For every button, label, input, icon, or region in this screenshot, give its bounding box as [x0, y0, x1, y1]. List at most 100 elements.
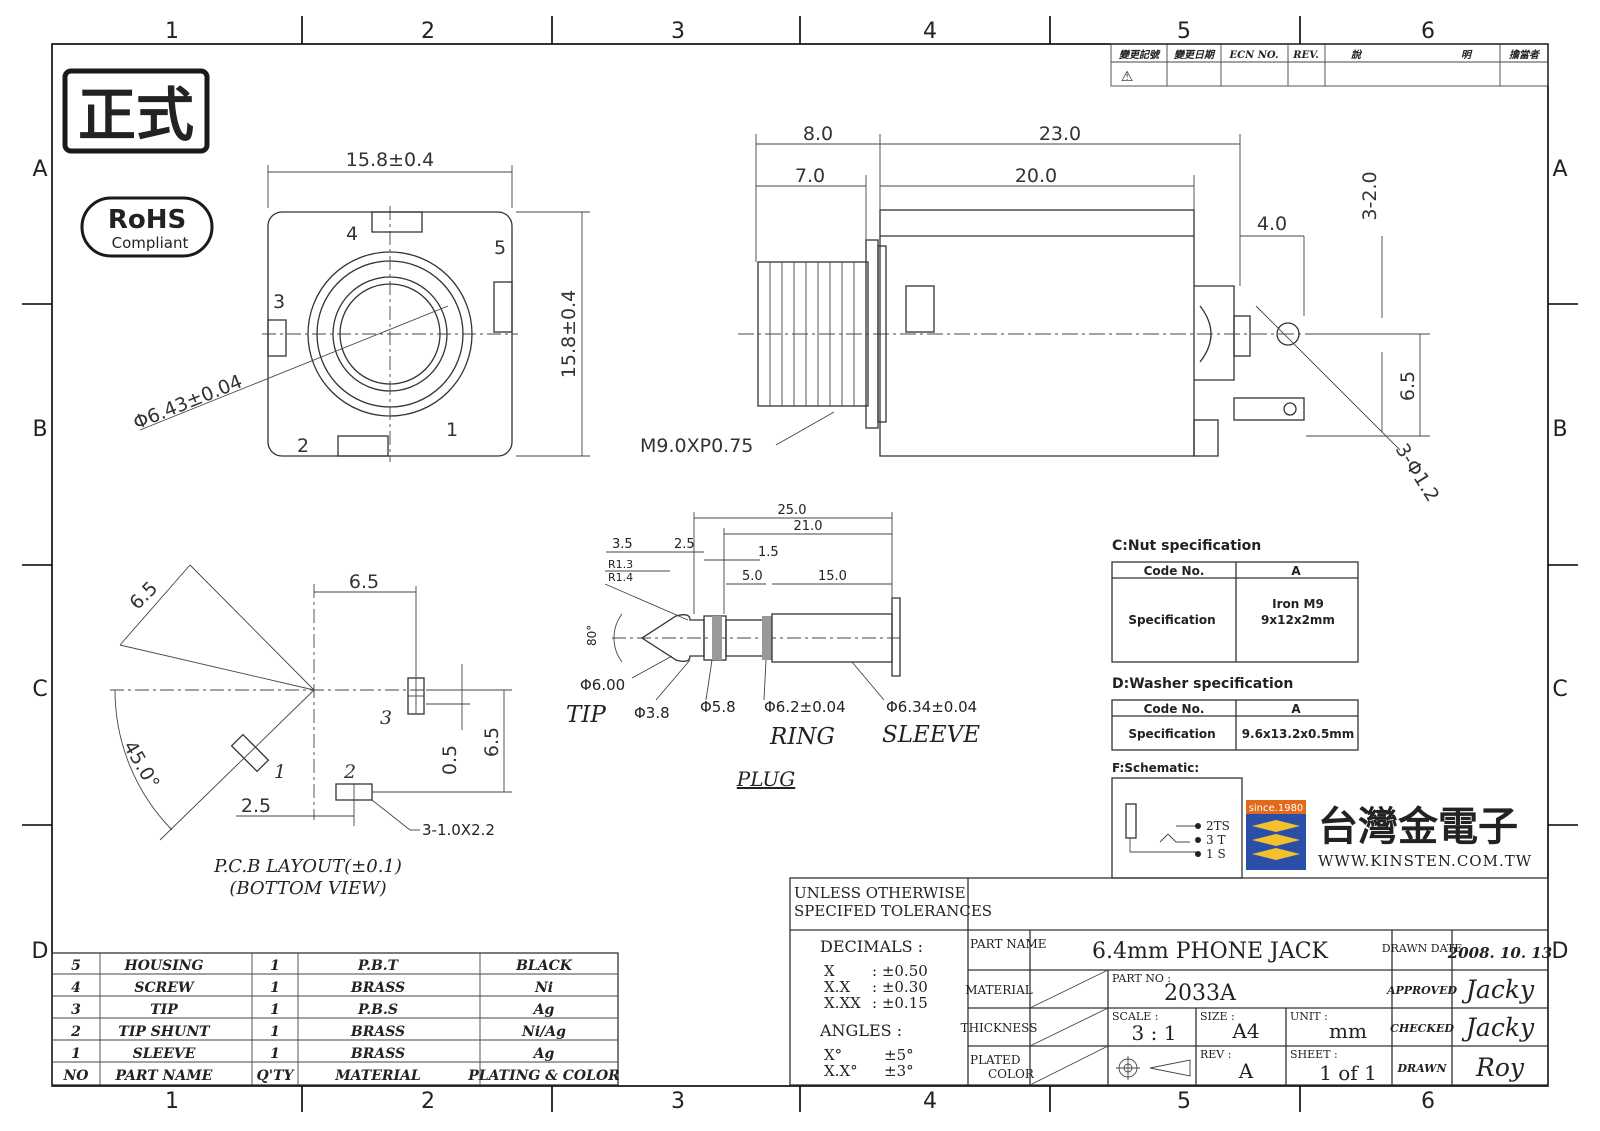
- zone-letter: A: [32, 157, 47, 182]
- zone-letter: C: [32, 677, 47, 702]
- zone-letter: A: [1552, 157, 1567, 182]
- plug-dimension: 1.5: [758, 545, 779, 560]
- zone-letter: B: [32, 417, 47, 442]
- zone-number: 2: [421, 19, 435, 44]
- plug-label-ring: RING: [769, 724, 835, 750]
- tolerance-key: X: [824, 962, 835, 980]
- pin-number: 3: [273, 291, 285, 313]
- rev-label: REV :: [1200, 1048, 1231, 1061]
- drawn-value: Roy: [1475, 1053, 1525, 1082]
- plug-diameter: Φ6.2±0.04: [764, 698, 846, 716]
- pin-number: 4: [346, 223, 358, 245]
- plug-diameter: Φ6.34±0.04: [886, 698, 977, 716]
- zone-numbers-bottom: 1 2 3 4 5 6: [165, 1089, 1435, 1114]
- revision-header: 變更記號: [1119, 49, 1161, 61]
- nut-spec-label: Specification: [1128, 613, 1215, 627]
- nut-spec-title: C:Nut specification: [1112, 538, 1261, 554]
- part-name-label: PART NAME: [970, 937, 1047, 951]
- side-dimension: 20.0: [1015, 165, 1057, 187]
- tolerance-key: X.X: [824, 978, 850, 996]
- company-logo: since.1980 台灣金電子 WWW.KINSTEN.COM.TW: [1246, 800, 1532, 870]
- official-stamp: 正式: [62, 68, 210, 154]
- zone-letter: D: [32, 939, 49, 964]
- pcb-caption: (BOTTOM VIEW): [229, 878, 386, 899]
- plug-dimension: 5.0: [742, 569, 763, 584]
- revision-header: 說: [1351, 49, 1363, 61]
- tolerances-block: UNLESS OTHERWISE SPECIFED TOLERANCES DEC…: [789, 877, 1549, 1086]
- washer-spec-table: D:Washer specification Code No. A Specif…: [1111, 676, 1359, 751]
- side-dimension: 4.0: [1257, 213, 1287, 235]
- company-url: WWW.KINSTEN.COM.TW: [1318, 852, 1532, 870]
- revision-header: ECN NO.: [1229, 50, 1279, 61]
- washer-spec-header: A: [1291, 702, 1301, 716]
- tolerance-key: X°: [824, 1046, 842, 1064]
- pcb-layout: 6.5 6.5 45.0° 2.5 0.5 6.5 3-1.0X2.2 1 2 …: [110, 564, 512, 899]
- pcb-dimension: 6.5: [481, 727, 503, 757]
- side-dimension: 23.0: [1039, 123, 1081, 145]
- side-dimension: 3-Φ1.2: [1391, 440, 1444, 506]
- plug-label-sleeve: SLEEVE: [882, 722, 980, 748]
- part-qty: 1: [270, 980, 280, 996]
- tolerance-key: X.XX: [824, 994, 861, 1012]
- plug-diameter: Φ5.8: [700, 698, 736, 716]
- side-dimension: 3-2.0: [1359, 171, 1381, 220]
- tolerance-key: X.X°: [824, 1062, 858, 1080]
- approved-value: Jacky: [1461, 975, 1535, 1004]
- part-plating: Ag: [532, 1002, 555, 1018]
- parts-list-rows: 5 HOUSING 1 P.B.T BLACK 4 SCREW 1 BRASS …: [63, 958, 620, 1084]
- pcb-dimension: 3-1.0X2.2: [422, 821, 495, 839]
- nut-spec-header: Code No.: [1144, 564, 1205, 578]
- approved-label: APPROVED: [1386, 984, 1458, 997]
- sheet-label: SHEET :: [1290, 1048, 1338, 1061]
- title-block: PART NAME 6.4mm PHONE JACK MATERIAL PART…: [961, 929, 1552, 1086]
- zone-number: 6: [1421, 1089, 1435, 1114]
- washer-spec-value: 9.6x13.2x0.5mm: [1242, 727, 1355, 741]
- plated-label: PLATED: [970, 1053, 1020, 1067]
- schematic: F:Schematic: 2TS 3 T 1 S: [1111, 761, 1243, 879]
- front-view: 1 2 3 4 5 15.8±0.4 15.8±0.4 Φ6.43±0.04: [130, 149, 590, 462]
- part-material: BRASS: [350, 1046, 405, 1062]
- scale-label: SCALE :: [1112, 1010, 1158, 1023]
- pcb-pin-number: 2: [343, 761, 356, 783]
- tolerance-title: SPECIFED TOLERANCES: [794, 902, 992, 920]
- pin-number: 5: [494, 237, 506, 259]
- column-header: MATERIAL: [334, 1068, 421, 1084]
- decimals-label: DECIMALS :: [820, 937, 923, 956]
- zone-number: 3: [671, 1089, 685, 1114]
- zone-number: 1: [165, 1089, 179, 1114]
- table-row: 3 TIP 1 P.B.S Ag: [71, 1002, 554, 1018]
- pcb-dimension: 0.5: [439, 745, 461, 775]
- drawn-date-value: 2008. 10. 13: [1447, 944, 1552, 962]
- part-no: 5: [71, 958, 81, 974]
- pcb-dimension: 6.5: [125, 577, 162, 614]
- rev-value: A: [1238, 1059, 1254, 1083]
- zone-numbers-top: 1 2 3 4 5 6: [165, 19, 1435, 44]
- pcb-dimension: 45.0°: [119, 737, 164, 793]
- zone-letter: B: [1552, 417, 1567, 442]
- thread-callout: M9.0XP0.75: [640, 435, 753, 457]
- tolerance-value: : ±0.15: [872, 994, 928, 1012]
- tolerance-value: ±5°: [884, 1046, 914, 1064]
- washer-spec-header: Code No.: [1144, 702, 1205, 716]
- material-label: MATERIAL: [965, 983, 1033, 997]
- revision-header: 變更日期: [1174, 49, 1216, 61]
- plug-dimension: 2.5: [674, 537, 695, 552]
- zone-number: 1: [165, 19, 179, 44]
- plug-dimension: R1.3: [608, 558, 633, 571]
- thickness-label: THICKNESS: [961, 1021, 1038, 1035]
- table-row: 1 SLEEVE 1 BRASS Ag: [71, 1046, 554, 1062]
- parts-list-table: [51, 952, 619, 1086]
- zone-letters-right: A B C D: [1552, 157, 1569, 964]
- size-value: A4: [1231, 1019, 1259, 1043]
- company-badge: since.1980: [1249, 803, 1304, 814]
- part-qty: 1: [270, 1046, 280, 1062]
- part-material: BRASS: [350, 980, 405, 996]
- drawn-label: DRAWN: [1396, 1062, 1447, 1075]
- part-name: SLEEVE: [133, 1046, 196, 1062]
- part-material: P.B.T: [357, 958, 400, 974]
- zone-number: 5: [1177, 19, 1191, 44]
- part-no: 2: [70, 1024, 81, 1040]
- part-name-value: 6.4mm PHONE JACK: [1092, 939, 1329, 964]
- scale-value: 3 : 1: [1132, 1021, 1177, 1045]
